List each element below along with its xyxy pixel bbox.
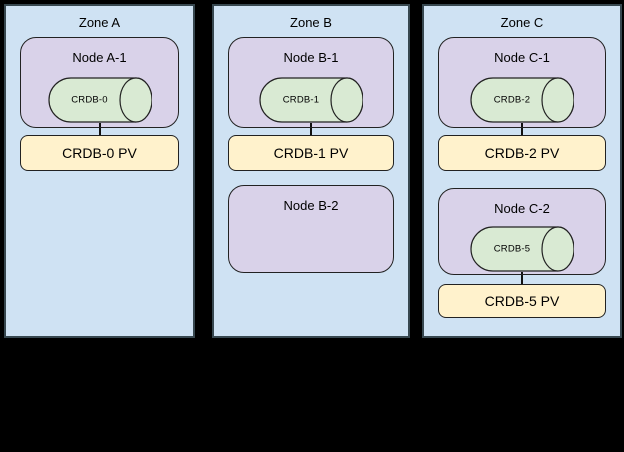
connector-stub (310, 123, 312, 127)
crdb-5-pv-box: CRDB-5 PV (438, 284, 606, 318)
node-a-1-label: Node A-1 (72, 50, 127, 65)
zone-b-panel: Zone B Node B-1 CRDB-1 CRDB-1 PV Node B-… (212, 4, 410, 338)
connector-stub (98, 123, 101, 127)
crdb-5-pv-label: CRDB-5 PV (484, 293, 560, 309)
connector-line (310, 128, 312, 135)
crdb-0-pv-box: CRDB-0 PV (20, 135, 179, 171)
connector-stub (521, 123, 523, 127)
node-c-1-label: Node C-1 (494, 50, 550, 65)
crdb-1-label: CRDB-1 (282, 94, 320, 106)
zone-c-title: Zone C (500, 15, 544, 30)
crdb-0-database-cylinder-icon: CRDB-0 (47, 77, 152, 123)
cylinder-shape (470, 77, 574, 123)
node-b-1: Node B-1 CRDB-1 (228, 37, 394, 128)
cylinder-shape (47, 77, 152, 123)
cylinder-shape (259, 77, 363, 123)
crdb-2-pv-box: CRDB-2 PV (438, 135, 606, 171)
zone-a-title: Zone A (78, 15, 121, 30)
node-a-1: Node A-1 CRDB-0 (20, 37, 179, 128)
crdb-0-label: CRDB-0 (71, 94, 108, 106)
node-b-1-label: Node B-1 (283, 50, 339, 65)
node-b-2-label: Node B-2 (283, 198, 339, 213)
zone-c-panel: Zone C Node C-1 CRDB-2 CRDB-2 PV Node C-… (422, 4, 622, 338)
connector-line (98, 128, 101, 135)
connector-line (521, 128, 523, 135)
zone-b-title: Zone B (290, 15, 332, 30)
node-b-2: Node B-2 (228, 185, 394, 273)
node-c-1: Node C-1 CRDB-2 (438, 37, 606, 128)
crdb-1-database-cylinder-icon: CRDB-1 (259, 77, 363, 123)
zone-a-panel: Zone A Node A-1 CRDB-0 CRDB-0 PV (4, 4, 195, 338)
crdb-2-pv-label: CRDB-2 PV (484, 145, 560, 161)
crdb-2-database-cylinder-icon: CRDB-2 (470, 77, 574, 123)
crdb-2-label: CRDB-2 (493, 94, 531, 106)
connector-stub (521, 272, 523, 274)
connector-line (521, 275, 523, 284)
crdb-5-label: CRDB-5 (493, 243, 531, 255)
cylinder-shape (470, 226, 574, 272)
crdb-1-pv-label: CRDB-1 PV (273, 145, 349, 161)
crdb-0-pv-label: CRDB-0 PV (62, 145, 137, 161)
node-c-2-label: Node C-2 (494, 201, 550, 216)
crdb-1-pv-box: CRDB-1 PV (228, 135, 394, 171)
crdb-5-database-cylinder-icon: CRDB-5 (470, 226, 574, 272)
node-c-2: Node C-2 CRDB-5 (438, 188, 606, 275)
